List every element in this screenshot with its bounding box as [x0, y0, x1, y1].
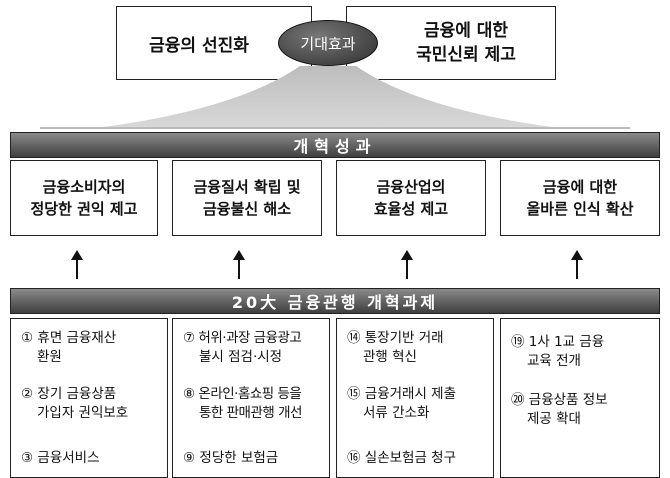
task-item-line2: 환원	[37, 349, 62, 365]
task-item: ⑲ 1사 1교 금융 교육 전개	[511, 333, 653, 371]
task-item-line1: ⑦ 허위·과장 금융광고	[183, 330, 302, 346]
task-item: ⑧ 온라인·홈쇼핑 등을 통한 판매관행 개선	[183, 385, 323, 423]
task-item-line2: 서류 간소화	[363, 405, 430, 421]
goal-box-public-trust: 금융에 대한 국민신뢰 제고	[346, 6, 556, 80]
tasks-bar-title: 20大 금융관행 개혁과제	[231, 293, 439, 312]
task-column-3: ⑭ 통장기반 거래 관행 혁신 ⑮ 금융거래시 제출 서류 간소화 ⑯ 실손보험…	[336, 318, 494, 478]
goal-label-line1: 금융에 대한	[423, 21, 509, 41]
task-item: ⑮ 금융거래시 제출 서류 간소화	[347, 385, 487, 423]
result-line2: 정당한 권익 제고	[30, 200, 138, 218]
result-line2: 올바른 인식 확산	[526, 200, 634, 218]
task-item-line2: 제공 확대	[527, 411, 581, 427]
task-item-line1: ③ 금융서비스	[21, 450, 100, 466]
task-item: ① 휴면 금융재산 환원	[21, 329, 161, 367]
result-line2: 효율성 제고	[373, 200, 449, 218]
result-box-industry-efficiency: 금융산업의 효율성 제고	[336, 160, 486, 236]
goal-label-line2: 국민신뢰 제고	[416, 45, 516, 65]
expected-effect-label: 기대효과	[300, 34, 356, 53]
task-column-1: ① 휴면 금융재산 환원 ② 장기 금융상품 가입자 권익보호 ③ 금융서비스	[10, 318, 168, 478]
task-item: ⑯ 실손보험금 청구	[347, 449, 487, 468]
task-item: ② 장기 금융상품 가입자 권익보호	[21, 385, 161, 423]
task-item-line1: ⑲ 1사 1교 금융	[511, 334, 605, 350]
results-bar: 개혁성과	[10, 132, 660, 158]
task-item-line2: 불시 점검·시정	[199, 349, 283, 365]
task-item-line2: 관행 혁신	[363, 349, 417, 365]
task-item-line1: ⑧ 온라인·홈쇼핑 등을	[183, 386, 302, 402]
result-line1: 금융질서 확립 및	[193, 178, 301, 196]
task-item: ⑭ 통장기반 거래 관행 혁신	[347, 329, 487, 367]
task-item-line1: ⑮ 금융거래시 제출	[347, 386, 457, 402]
spread-shape	[96, 66, 560, 128]
task-item-line2: 교육 전개	[527, 353, 581, 369]
task-item-line1: ⑯ 실손보험금 청구	[347, 450, 457, 466]
task-column-4: ⑲ 1사 1교 금융 교육 전개 ⑳ 금융상품 정보 제공 확대	[500, 318, 660, 478]
task-column-2: ⑦ 허위·과장 금융광고 불시 점검·시정 ⑧ 온라인·홈쇼핑 등을 통한 판매…	[172, 318, 330, 478]
task-item: ⑳ 금융상품 정보 제공 확대	[511, 391, 653, 429]
task-item-line1: ① 휴면 금융재산	[21, 330, 117, 346]
task-item-line2: 가입자 권익보호	[37, 405, 129, 421]
result-line2: 금융불신 해소	[202, 200, 292, 218]
task-item: ⑦ 허위·과장 금융광고 불시 점검·시정	[183, 329, 323, 367]
expected-effect-ellipse: 기대효과	[278, 20, 378, 66]
task-item-line1: ② 장기 금융상품	[21, 386, 117, 402]
result-line1: 금융소비자의	[42, 178, 126, 196]
task-item: ⑨ 정당한 보험금	[183, 449, 323, 468]
result-box-consumer-rights: 금융소비자의 정당한 권익 제고	[10, 160, 158, 236]
tasks-bar: 20大 금융관행 개혁과제	[10, 288, 660, 314]
result-line1: 금융산업의	[376, 178, 446, 196]
task-item: ③ 금융서비스	[21, 449, 161, 468]
results-bar-title: 개혁성과	[293, 137, 377, 156]
goal-label: 금융의 선진화	[149, 35, 249, 56]
result-box-financial-literacy: 금융에 대한 올바른 인식 확산	[500, 160, 660, 236]
spread-shading	[40, 66, 630, 129]
task-item-line1: ⑭ 통장기반 거래	[347, 330, 444, 346]
task-item-line1: ⑨ 정당한 보험금	[183, 450, 279, 466]
result-box-financial-order: 금융질서 확립 및 금융불신 해소	[172, 160, 322, 236]
task-item-line1: ⑳ 금융상품 정보	[511, 392, 608, 408]
task-item-line2: 통한 판매관행 개선	[199, 405, 302, 421]
result-line1: 금융에 대한	[542, 178, 618, 196]
